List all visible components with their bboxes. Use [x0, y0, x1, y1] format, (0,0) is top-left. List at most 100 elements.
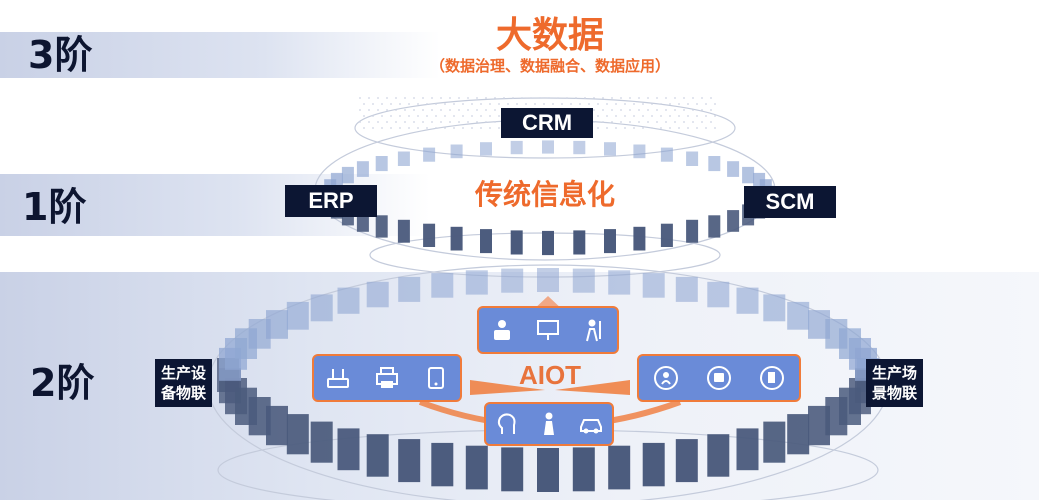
- top-ring-segment: [573, 140, 586, 155]
- grid-dot: [390, 115, 392, 117]
- grid-dot: [458, 121, 460, 123]
- grid-dot: [669, 115, 671, 117]
- grid-dot: [656, 121, 658, 123]
- bottom-ring-segment: [808, 310, 830, 339]
- grid-dot: [633, 127, 635, 129]
- grid-dot: [593, 121, 595, 123]
- grid-dot: [710, 121, 712, 123]
- bottom-ring-segment: [310, 421, 333, 463]
- grid-dot: [620, 121, 622, 123]
- meeting-icon: [487, 315, 517, 345]
- grid-dot: [377, 109, 379, 111]
- grid-dot: [701, 109, 703, 111]
- grid-dot: [404, 97, 406, 99]
- top-ring-segment: [686, 151, 699, 166]
- bottom-ring-segment: [537, 448, 559, 492]
- grid-dot: [503, 97, 505, 99]
- grid-dot: [539, 97, 541, 99]
- top-ring-segment: [375, 156, 388, 172]
- grid-dot: [395, 97, 397, 99]
- grid-dot: [638, 109, 640, 111]
- grid-dot: [390, 103, 392, 105]
- router-icon: [323, 363, 353, 393]
- grid-dot: [687, 115, 689, 117]
- car-icon: [576, 409, 606, 439]
- grid-dot: [440, 121, 442, 123]
- grid-dot: [651, 115, 653, 117]
- grid-dot: [386, 109, 388, 111]
- top-ring-segment: [542, 230, 554, 256]
- grid-dot: [413, 97, 415, 99]
- grid-dot: [435, 103, 437, 105]
- grid-dot: [705, 103, 707, 105]
- grid-dot: [530, 97, 532, 99]
- grid-dot: [701, 121, 703, 123]
- grid-dot: [498, 115, 500, 117]
- bottom-ring-segment: [763, 421, 786, 463]
- grid-dot: [372, 115, 374, 117]
- grid-dot: [426, 103, 428, 105]
- grid-dot: [687, 127, 689, 129]
- grid-dot: [458, 109, 460, 111]
- grid-dot: [449, 121, 451, 123]
- aiot-node-top: [477, 306, 619, 354]
- grid-dot: [417, 115, 419, 117]
- bottom-ring-segment: [465, 270, 488, 295]
- grid-dot: [426, 127, 428, 129]
- grid-dot: [561, 103, 563, 105]
- grid-dot: [507, 103, 509, 105]
- top-ring-segment: [423, 223, 436, 247]
- page-subtitle: （数据治理、数据融合、数据应用）: [429, 57, 670, 75]
- grid-dot: [372, 127, 374, 129]
- bottom-ring-segment: [465, 445, 488, 490]
- grid-dot: [462, 115, 464, 117]
- bottom-ring-segment: [366, 281, 389, 308]
- grid-dot: [386, 97, 388, 99]
- equipment-iot-label: 生产设 备物联: [155, 359, 213, 407]
- grid-dot: [665, 121, 667, 123]
- grid-dot: [462, 103, 464, 105]
- top-ring-segment: [686, 219, 699, 243]
- grid-dot: [471, 103, 473, 105]
- grid-dot: [471, 115, 473, 117]
- grid-dot: [489, 115, 491, 117]
- bottom-ring-segment: [642, 273, 665, 298]
- grid-dot: [548, 97, 550, 99]
- grid-dot: [408, 115, 410, 117]
- grid-dot: [467, 121, 469, 123]
- grid-dot: [417, 103, 419, 105]
- bottom-ring-segment: [825, 397, 848, 436]
- grid-dot: [377, 121, 379, 123]
- grid-dot: [476, 97, 478, 99]
- grid-dot: [642, 103, 644, 105]
- grid-dot: [674, 97, 676, 99]
- grid-dot: [606, 115, 608, 117]
- grid-dot: [485, 109, 487, 111]
- top-ring-segment: [510, 230, 523, 255]
- grid-dot: [480, 127, 482, 129]
- grid-dot: [714, 103, 716, 105]
- grid-dot: [408, 103, 410, 105]
- erp-tag: ERP: [285, 185, 377, 217]
- grid-dot: [705, 127, 707, 129]
- grid-dot: [624, 115, 626, 117]
- grid-dot: [453, 127, 455, 129]
- grid-dot: [575, 97, 577, 99]
- grid-dot: [687, 103, 689, 105]
- bottom-ring-segment: [431, 442, 454, 487]
- grid-dot: [624, 127, 626, 129]
- grid-dot: [404, 121, 406, 123]
- location-icon: [651, 363, 681, 393]
- top-ring-segment: [633, 144, 646, 159]
- presentation-icon: [533, 315, 563, 345]
- grid-dot: [386, 121, 388, 123]
- bottom-ring-segment: [675, 439, 698, 483]
- grid-dot: [494, 109, 496, 111]
- bottom-ring-segment: [501, 268, 524, 293]
- grid-dot: [683, 97, 685, 99]
- grid-dot: [633, 103, 635, 105]
- grid-dot: [431, 121, 433, 123]
- grid-dot: [660, 115, 662, 117]
- top-ring-segment: [660, 147, 673, 162]
- aiot-label: AIOT: [518, 360, 582, 390]
